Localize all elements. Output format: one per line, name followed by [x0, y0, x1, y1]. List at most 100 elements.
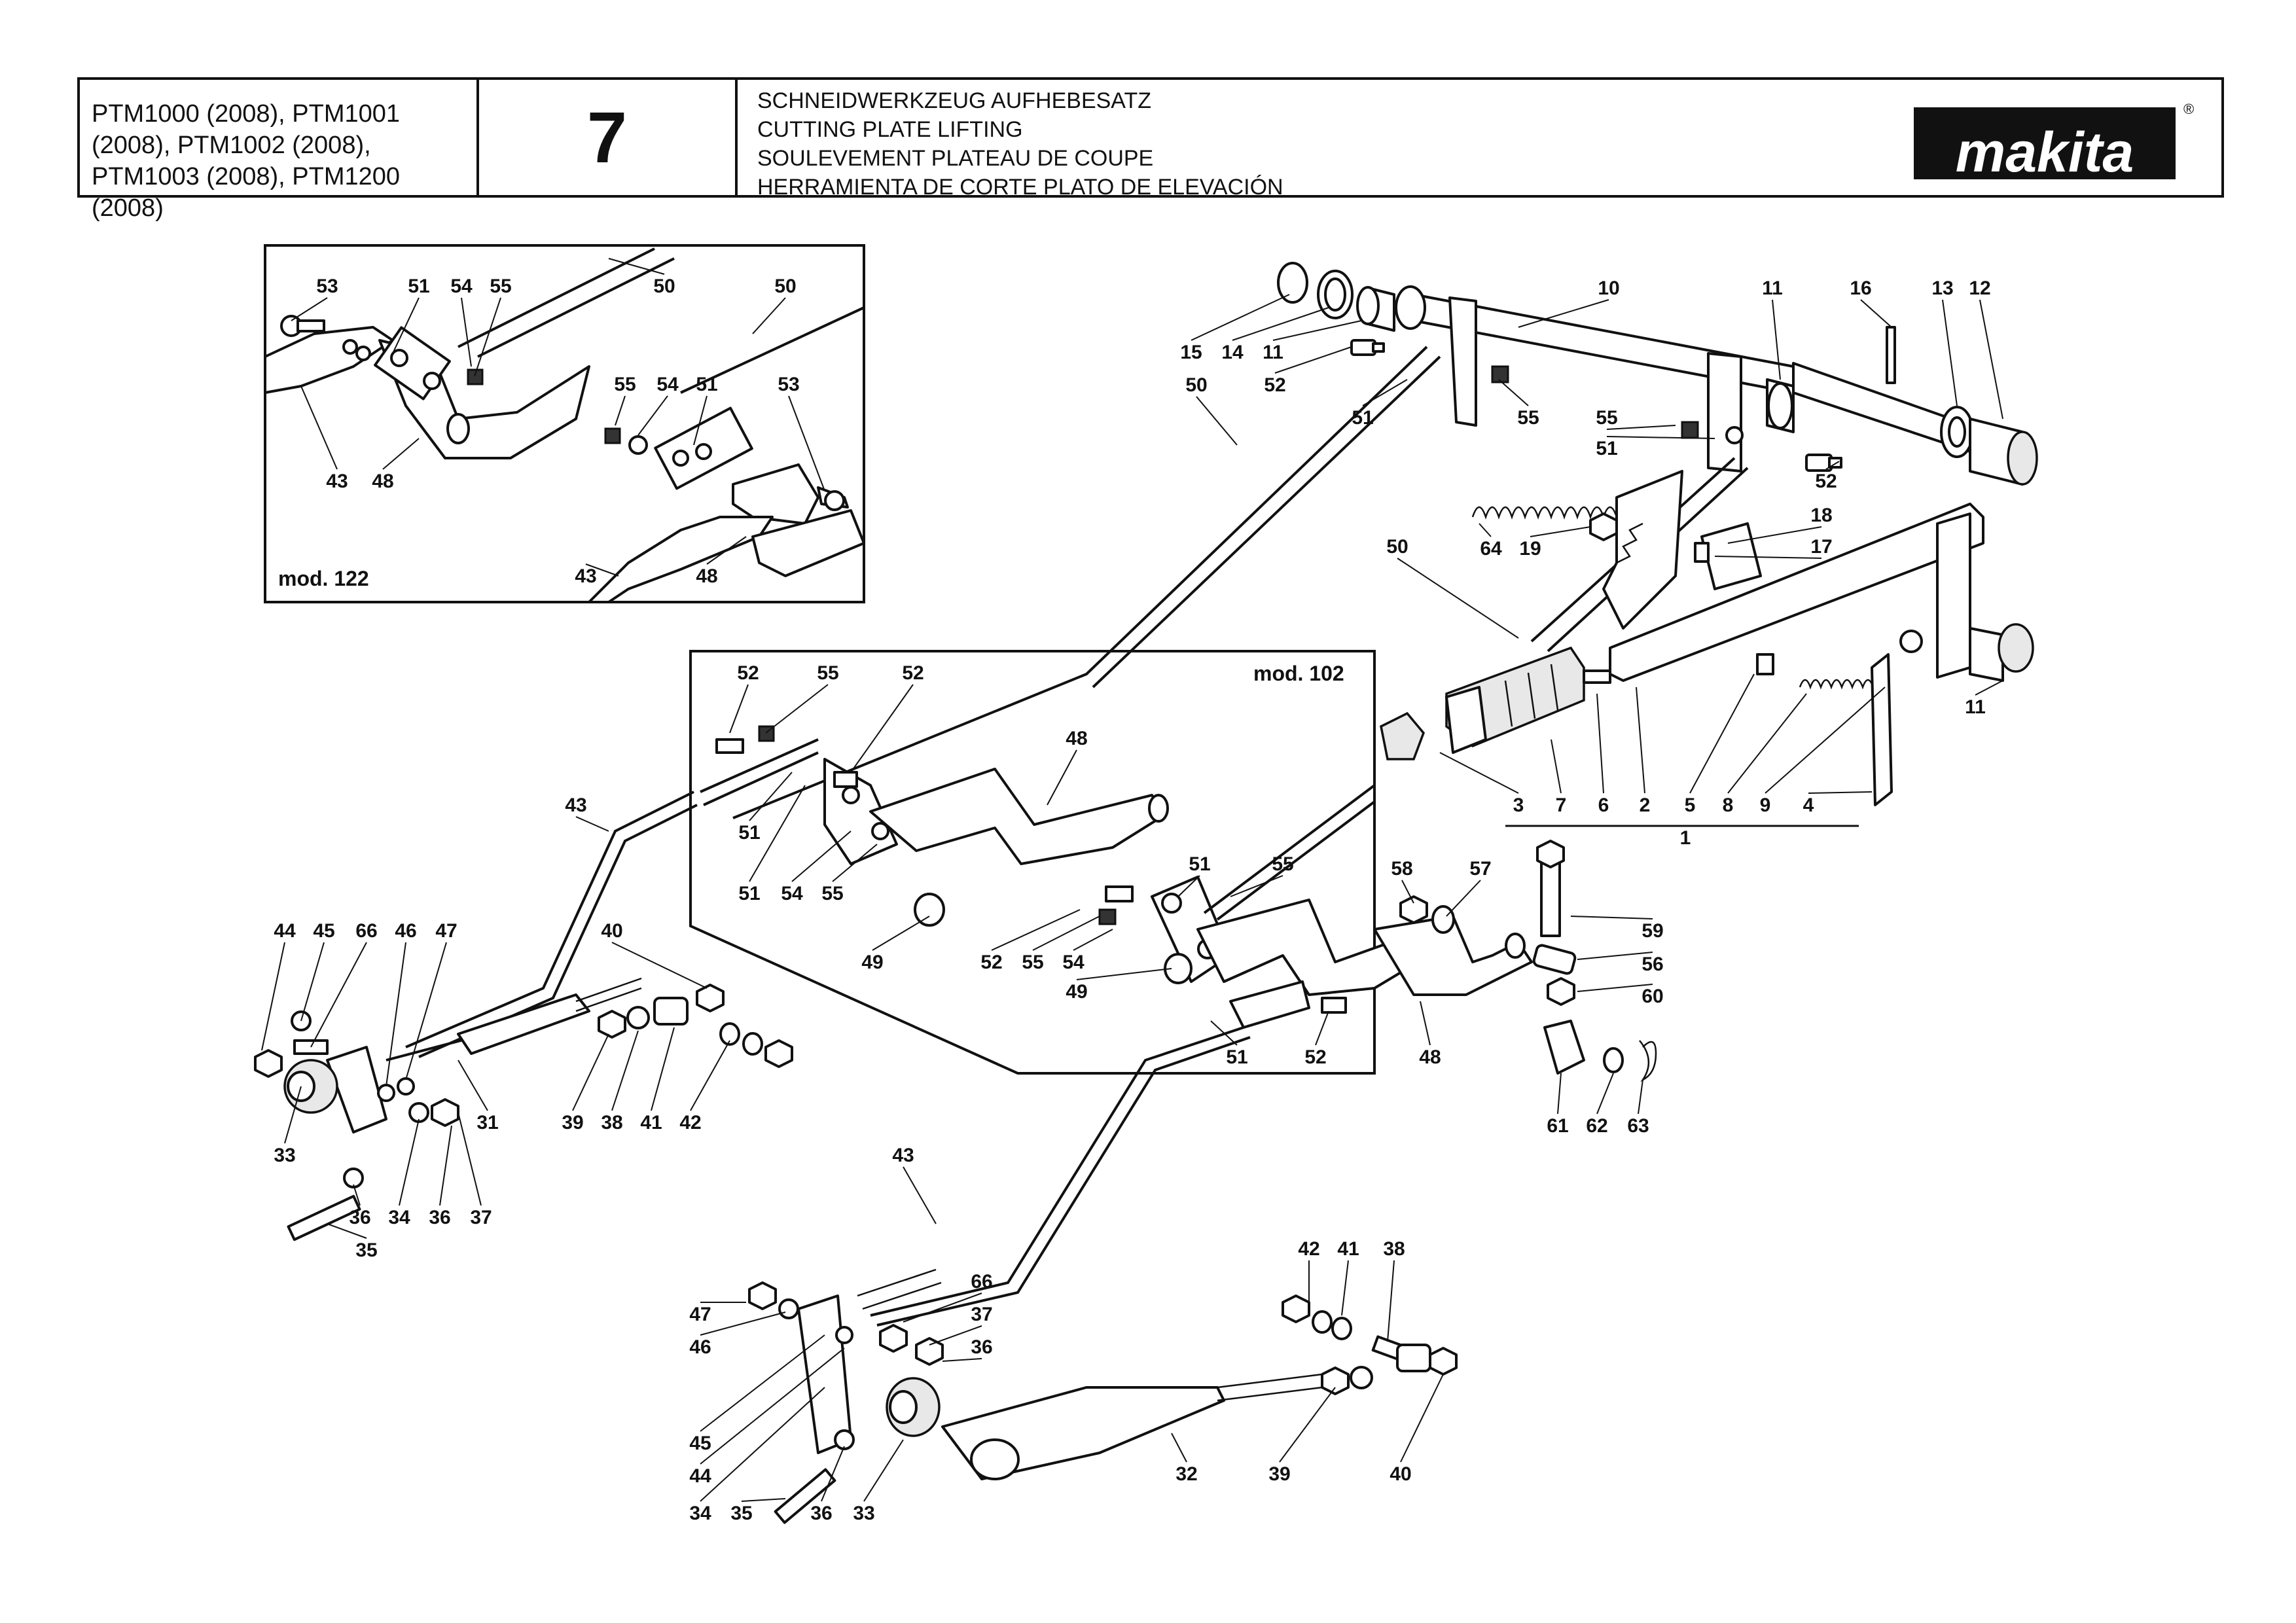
- leader-line-34: [700, 1387, 825, 1502]
- inset-frame-122: [264, 244, 865, 603]
- leader-line-35: [741, 1498, 786, 1502]
- callout-55: 55: [821, 883, 843, 904]
- callout-52: 52: [980, 952, 1002, 973]
- callout-2: 2: [1640, 794, 1651, 816]
- nut-19: [1589, 512, 1618, 541]
- leader-line-51: [1177, 875, 1200, 897]
- clip-55a: [467, 368, 484, 385]
- leader-line-48: [382, 438, 420, 470]
- bolt-52d: [715, 738, 744, 754]
- callout-36: 36: [971, 1336, 992, 1358]
- title-en: CUTTING PLATE LIFTING: [757, 117, 1023, 142]
- frame-end: [1936, 512, 1971, 679]
- callout-49: 49: [861, 952, 883, 973]
- leader-line-37: [929, 1325, 982, 1346]
- leader-line-63: [1638, 1079, 1643, 1115]
- bolt-35b: [774, 1468, 836, 1524]
- callout-52: 52: [1815, 471, 1837, 492]
- callout-51: 51: [1352, 407, 1373, 429]
- section-titles: SCHNEIDWERKZEUG AUFHEBESATZ CUTTING PLAT…: [738, 80, 2221, 200]
- callout-55: 55: [1272, 853, 1293, 875]
- callout-5: 5: [1685, 794, 1696, 816]
- plate-43c: [1229, 980, 1310, 1029]
- nut-37a: [431, 1098, 459, 1127]
- swivel-56: [1532, 944, 1577, 975]
- callout-38: 38: [601, 1112, 622, 1133]
- leader-line-4: [1808, 791, 1873, 794]
- pin-16: [1886, 326, 1896, 384]
- callout-37: 37: [470, 1207, 492, 1228]
- callout-55: 55: [1517, 407, 1539, 429]
- rod-50c-edge: [1092, 355, 1441, 688]
- callout-4: 4: [1803, 794, 1814, 816]
- brand-wordmark: makita: [1956, 121, 2134, 184]
- leader-line-52: [1274, 346, 1352, 374]
- callout-46: 46: [395, 920, 416, 942]
- leader-line-54: [791, 830, 852, 882]
- callout-60: 60: [1641, 986, 1663, 1007]
- leader-line-41: [1341, 1260, 1349, 1316]
- inset-frame-102: [689, 650, 1376, 1075]
- title-es: HERRAMIENTA DE CORTE PLATO DE ELEVACIÓN: [757, 175, 1283, 200]
- leader-line-36: [942, 1358, 982, 1362]
- rod-50a-edge: [477, 257, 675, 358]
- leader-line-55: [615, 395, 626, 426]
- washer-41b: [742, 1032, 763, 1056]
- leader-line-8: [1727, 693, 1807, 794]
- bolt-52f: [1321, 997, 1347, 1014]
- callout-51: 51: [1189, 853, 1210, 875]
- leader-line-55: [1498, 379, 1529, 406]
- callout-55: 55: [817, 662, 838, 684]
- leader-line-42: [690, 1040, 730, 1111]
- left-linkage: [254, 977, 793, 1241]
- arm-48e: [1373, 915, 1533, 996]
- bushing-11c: [1969, 627, 2004, 682]
- callout-41: 41: [1337, 1238, 1359, 1260]
- leader-line-52: [729, 684, 749, 734]
- leader-line-41: [651, 1027, 675, 1111]
- leader-line-47: [405, 942, 447, 1080]
- callout-51: 51: [1226, 1046, 1247, 1068]
- nut-39b: [1321, 1366, 1350, 1395]
- callout-48: 48: [372, 471, 393, 492]
- leader-line-49: [872, 916, 930, 951]
- clip-55c: [1491, 365, 1509, 383]
- inset-mod-102: [689, 650, 1444, 1075]
- callout-51: 51: [696, 374, 717, 395]
- leader-line-53: [788, 395, 825, 491]
- pin-61: [1543, 1020, 1585, 1075]
- nut-47a: [397, 1077, 415, 1096]
- washer-62: [1603, 1047, 1624, 1073]
- lever-43b: [588, 516, 774, 603]
- leader-line-37: [457, 1112, 482, 1206]
- callout-36: 36: [349, 1207, 370, 1228]
- callout-34: 34: [388, 1207, 410, 1228]
- clip-55f: [1098, 908, 1117, 925]
- callout-9: 9: [1760, 794, 1771, 816]
- leader-line-53: [291, 297, 328, 321]
- rod-43b-edge: [876, 1036, 1251, 1327]
- sector-plate: [1602, 470, 1683, 630]
- callout-7: 7: [1556, 794, 1567, 816]
- callout-55: 55: [1022, 952, 1043, 973]
- callout-56: 56: [1641, 954, 1663, 975]
- leader-line-51: [749, 772, 793, 821]
- callout-41: 41: [640, 1112, 662, 1133]
- bracket-4: [1871, 653, 1893, 806]
- nut-42a: [764, 1039, 793, 1068]
- nut-37b: [879, 1324, 908, 1353]
- leader-line-17: [1714, 556, 1822, 559]
- rod-43a: [405, 791, 694, 1048]
- callout-43: 43: [575, 565, 596, 587]
- leader-line-52: [1825, 461, 1840, 470]
- leader-line-51: [1606, 436, 1715, 439]
- washer-49b: [1164, 953, 1193, 984]
- bolt-52a: [1350, 339, 1376, 356]
- callout-62: 62: [1586, 1115, 1607, 1137]
- page-number: 7: [479, 80, 738, 195]
- leader-line-45: [700, 1334, 825, 1432]
- leader-line-55: [474, 297, 501, 377]
- leader-line-40: [1400, 1374, 1444, 1463]
- lift-rod-assembly: [405, 791, 1657, 1327]
